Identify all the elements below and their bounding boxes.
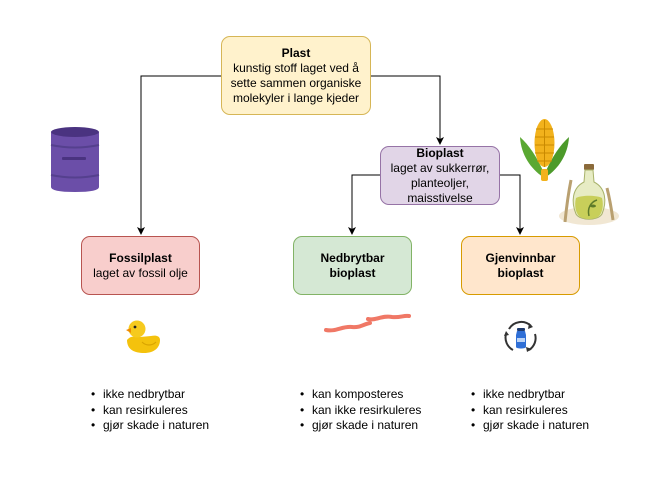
- node-bioplast-line: planteoljer,: [410, 175, 470, 190]
- list-item: kan resirkuleres: [471, 403, 589, 419]
- node-plast-line: molekyler i lange kjeder: [232, 90, 360, 105]
- node-nedbrytbar-title: Nedbrytbar: [320, 250, 385, 265]
- rubber-duck-icon: [126, 320, 160, 353]
- olive-oil-bottle-icon: [559, 164, 619, 225]
- oil-barrel-icon: [50, 127, 100, 192]
- list-item: ikke nedbrytbar: [91, 387, 209, 403]
- node-bioplast-title: Bioplast: [416, 145, 464, 160]
- list-item: gjør skade i naturen: [471, 418, 589, 434]
- edge-plast-bioplast: [371, 75, 444, 145]
- edge-bioplast-gjenvinnbar: [500, 174, 524, 235]
- node-plast-line: kunstig stoff laget ved å: [233, 60, 359, 75]
- list-item: kan resirkuleres: [91, 403, 209, 419]
- list-item: gjør skade i naturen: [300, 418, 421, 434]
- gjenvinnbar-properties-list: ikke nedbrytbar kan resirkuleres gjør sk…: [471, 387, 589, 434]
- node-plast-title: Plast: [281, 45, 311, 60]
- recycle-bottle-icon: [504, 320, 537, 352]
- node-gjenvinnbar-bioplast: Gjenvinnbar bioplast: [461, 236, 580, 295]
- node-plast-line: sette sammen organiske: [230, 75, 362, 90]
- node-nedbrytbar-title: bioplast: [329, 265, 376, 280]
- node-plast: Plast kunstig stoff laget ved å sette sa…: [221, 36, 371, 115]
- node-nedbrytbar-bioplast: Nedbrytbar bioplast: [293, 236, 412, 295]
- node-bioplast: Bioplast laget av sukkerrør, planteoljer…: [380, 146, 500, 205]
- worm-icon: [324, 313, 411, 333]
- node-fossilplast: Fossilplast laget av fossil olje: [81, 236, 200, 295]
- list-item: kan ikke resirkuleres: [300, 403, 421, 419]
- node-bioplast-line: maisstivelse: [407, 190, 473, 205]
- list-item: gjør skade i naturen: [91, 418, 209, 434]
- edge-plast-fossilplast: [137, 75, 221, 235]
- node-bioplast-line: laget av sukkerrør,: [390, 160, 490, 175]
- list-item: ikke nedbrytbar: [471, 387, 589, 403]
- corn-icon: [520, 119, 569, 181]
- node-fossilplast-line: laget av fossil olje: [93, 265, 188, 280]
- node-gjenvinnbar-title: bioplast: [497, 265, 544, 280]
- node-gjenvinnbar-title: Gjenvinnbar: [485, 250, 556, 265]
- list-item: kan komposteres: [300, 387, 421, 403]
- fossilplast-properties-list: ikke nedbrytbar kan resirkuleres gjør sk…: [91, 387, 209, 434]
- node-fossilplast-title: Fossilplast: [109, 250, 172, 265]
- edge-bioplast-nedbrytbar: [348, 174, 380, 235]
- nedbrytbar-properties-list: kan komposteres kan ikke resirkuleres gj…: [300, 387, 421, 434]
